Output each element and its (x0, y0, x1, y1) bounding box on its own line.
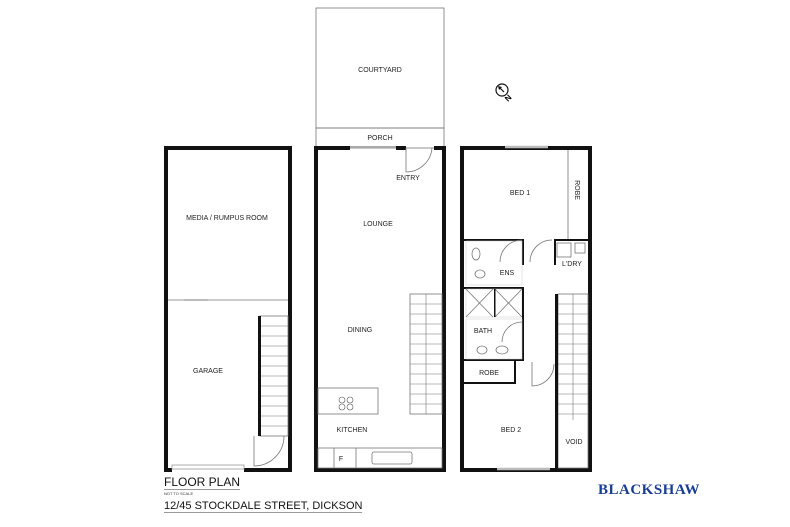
room-label-courtyard: COURTYARD (358, 67, 402, 74)
compass-north-label: N (503, 93, 514, 104)
room-label-void: VOID (565, 439, 582, 446)
room-label-media: MEDIA / RUMPUS ROOM (186, 215, 268, 222)
not-to-scale-note: NOT TO SCALE (164, 491, 194, 496)
room-label-ens: ENS (500, 270, 515, 277)
room-label-dining: DINING (348, 327, 373, 334)
room-label-garage: GARAGE (193, 368, 223, 375)
ground-level-plan: F ENTRY LOUNGE DINING KITCHEN (314, 146, 446, 472)
room-label-bed1: BED 1 (510, 190, 530, 197)
property-address: 12/45 STOCKDALE STREET, DICKSON (164, 500, 363, 513)
room-label-bed2: BED 2 (501, 427, 521, 434)
upper-level-plan: BED 1 ROBE ENS L'DRY BATH ROBE BED 2 VOI… (460, 145, 592, 472)
fridge-label: F (339, 456, 343, 463)
room-label-bath: BATH (474, 328, 492, 335)
room-label-lounge: LOUNGE (363, 221, 393, 228)
floor-plan-title: FLOOR PLAN (164, 475, 241, 490)
room-label-porch: PORCH (367, 135, 392, 142)
room-label-entry: ENTRY (396, 175, 420, 182)
room-label-kitchen: KITCHEN (337, 427, 368, 434)
brand-logo: BLACKSHAW (598, 482, 701, 498)
courtyard-area: COURTYARD PORCH (315, 7, 445, 149)
north-compass-icon: N (495, 83, 514, 104)
lower-level-plan: MEDIA / RUMPUS ROOM GARAGE (164, 146, 292, 472)
room-label-robe1: ROBE (573, 180, 580, 200)
room-label-robe2: ROBE (479, 370, 499, 377)
room-label-ldry: L'DRY (562, 261, 582, 268)
